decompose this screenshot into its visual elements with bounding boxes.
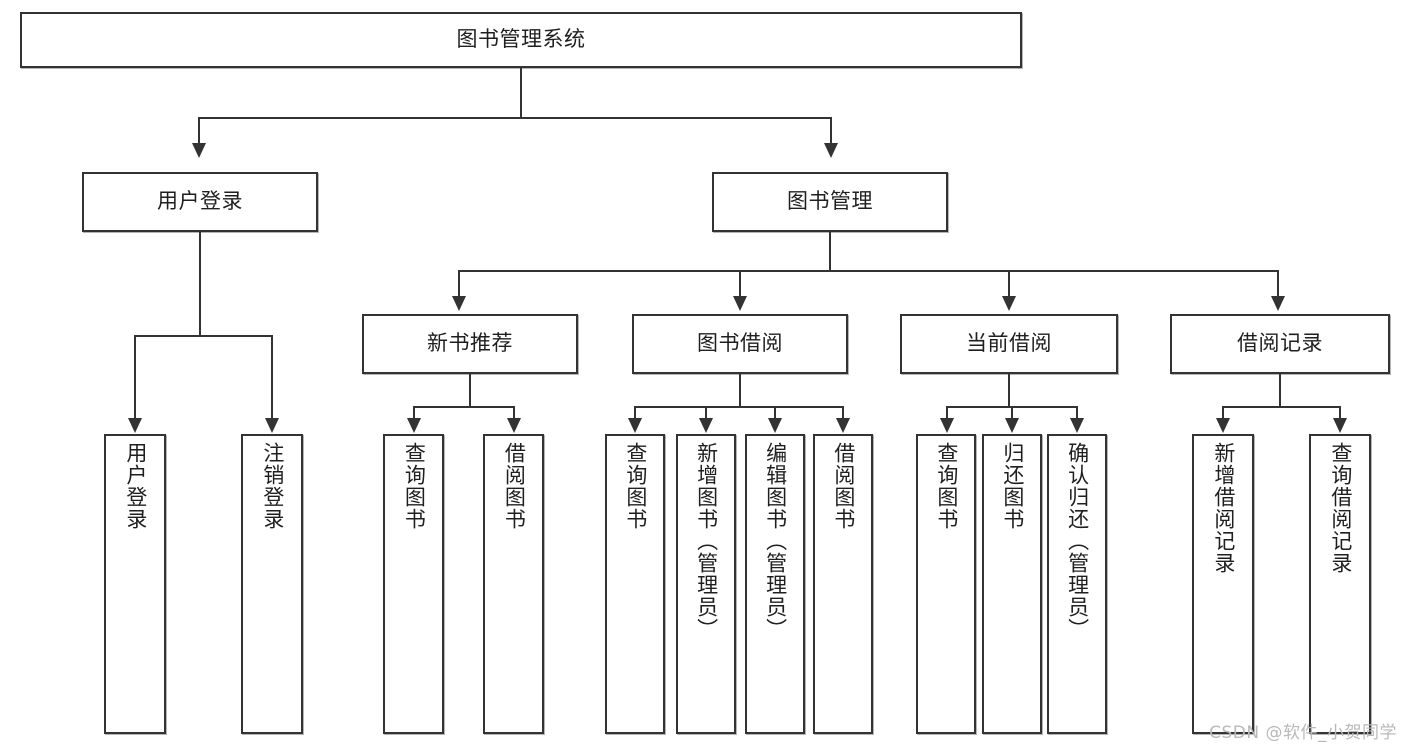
edge-br-bar xyxy=(1222,406,1340,408)
arrow-bb-to-leaf-3 xyxy=(768,418,782,433)
node-label: 用户登录 xyxy=(123,442,148,530)
node-label: 图书管理 xyxy=(787,189,873,214)
edge-user-login-bar xyxy=(134,335,273,337)
node-label: 新增借阅记录 xyxy=(1211,442,1236,574)
arrow-br-to-leaf-1 xyxy=(1216,418,1230,433)
edge-book-management-stem xyxy=(829,232,831,272)
node-label: 当前借阅 xyxy=(966,331,1052,356)
node-label: 查询图书 xyxy=(623,442,648,530)
node-label: 查询图书 xyxy=(934,442,959,530)
edge-book-management-bar xyxy=(458,270,1278,272)
arrow-bm-to-borrow-record xyxy=(1271,296,1285,311)
node-book-borrow[interactable]: 图书借阅 xyxy=(632,314,848,374)
node-label: 用户登录 xyxy=(157,189,243,214)
node-leaf-edit-book-admin[interactable]: 编辑图书（管理员） xyxy=(745,434,805,734)
arrow-cb-to-leaf-2 xyxy=(1005,418,1019,433)
arrow-nbr-to-leaf-1 xyxy=(407,418,421,433)
edge-nbr-to-leaf-2 xyxy=(513,406,515,420)
edge-bm-to-book-borrow xyxy=(739,270,741,298)
arrow-root-to-user-login xyxy=(192,143,206,158)
arrow-bm-to-new-book xyxy=(452,296,466,311)
edge-bb-to-leaf-1 xyxy=(634,406,636,420)
node-leaf-confirm-return-admin[interactable]: 确认归还（管理员） xyxy=(1047,434,1107,734)
edge-user-login-stem xyxy=(199,232,201,336)
edge-br-to-leaf-2 xyxy=(1339,406,1341,420)
arrow-cb-to-leaf-1 xyxy=(940,418,954,433)
edge-bm-to-new-book xyxy=(458,270,460,298)
edge-root-to-user-login xyxy=(198,117,200,145)
node-label: 查询借阅记录 xyxy=(1328,442,1353,574)
watermark-text: CSDN @软件_小贺同学 xyxy=(1209,723,1397,743)
node-label: 借阅图书 xyxy=(831,442,856,530)
node-book-management[interactable]: 图书管理 xyxy=(712,172,948,232)
node-user-login[interactable]: 用户登录 xyxy=(82,172,318,232)
edge-root-stem xyxy=(520,68,522,118)
node-leaf-query-book-bb[interactable]: 查询图书 xyxy=(605,434,665,734)
node-label: 借阅记录 xyxy=(1237,331,1323,356)
node-label: 借阅图书 xyxy=(502,442,527,530)
arrow-user-login-to-leaf-1 xyxy=(128,418,142,433)
node-label: 图书管理系统 xyxy=(456,27,586,52)
arrow-bm-to-current-borrow xyxy=(1002,296,1016,311)
arrow-bb-to-leaf-2 xyxy=(699,418,713,433)
node-leaf-logout[interactable]: 注销登录 xyxy=(241,434,303,734)
edge-cb-to-leaf-1 xyxy=(946,406,948,420)
edge-root-bar xyxy=(198,117,832,119)
edge-user-login-to-leaf-1 xyxy=(134,335,136,420)
node-leaf-query-book-nbr[interactable]: 查询图书 xyxy=(383,434,444,734)
edge-bb-to-leaf-2 xyxy=(705,406,707,420)
arrow-bm-to-book-borrow xyxy=(733,296,747,311)
edge-bm-to-current-borrow xyxy=(1008,270,1010,298)
edge-cb-to-leaf-3 xyxy=(1076,406,1078,420)
node-label: 新书推荐 xyxy=(427,331,513,356)
edge-user-login-to-leaf-2 xyxy=(271,335,273,420)
node-leaf-query-book-cb[interactable]: 查询图书 xyxy=(916,434,976,734)
edge-bb-to-leaf-4 xyxy=(842,406,844,420)
node-label: 新增图书（管理员） xyxy=(694,442,719,640)
edge-root-to-book-management xyxy=(830,117,832,145)
node-leaf-user-login[interactable]: 用户登录 xyxy=(104,434,166,734)
edge-nbr-to-leaf-1 xyxy=(413,406,415,420)
edge-nbr-stem xyxy=(469,374,471,408)
arrow-nbr-to-leaf-2 xyxy=(507,418,521,433)
node-label: 图书借阅 xyxy=(697,331,783,356)
arrow-cb-to-leaf-3 xyxy=(1070,418,1084,433)
arrow-br-to-leaf-2 xyxy=(1333,418,1347,433)
edge-br-stem xyxy=(1279,374,1281,408)
edge-cb-to-leaf-2 xyxy=(1011,406,1013,420)
node-leaf-add-borrow-record[interactable]: 新增借阅记录 xyxy=(1192,434,1254,734)
node-label: 归还图书 xyxy=(1000,442,1025,530)
arrow-user-login-to-leaf-2 xyxy=(265,418,279,433)
node-label: 查询图书 xyxy=(402,442,427,530)
edge-nbr-bar xyxy=(413,406,515,408)
arrow-bb-to-leaf-4 xyxy=(836,418,850,433)
arrow-bb-to-leaf-1 xyxy=(628,418,642,433)
node-new-book-recommend[interactable]: 新书推荐 xyxy=(362,314,578,374)
node-leaf-borrow-book-nbr[interactable]: 借阅图书 xyxy=(483,434,544,734)
edge-bm-to-borrow-record xyxy=(1277,270,1279,298)
edge-bb-bar xyxy=(634,406,844,408)
node-label: 注销登录 xyxy=(260,442,285,530)
node-label: 确认归还（管理员） xyxy=(1065,442,1090,640)
node-leaf-return-book[interactable]: 归还图书 xyxy=(982,434,1042,734)
edge-bb-to-leaf-3 xyxy=(774,406,776,420)
node-leaf-add-book-admin[interactable]: 新增图书（管理员） xyxy=(676,434,736,734)
node-root-book-management-system[interactable]: 图书管理系统 xyxy=(20,12,1022,68)
node-borrow-record[interactable]: 借阅记录 xyxy=(1170,314,1390,374)
edge-br-to-leaf-1 xyxy=(1222,406,1224,420)
arrow-root-to-book-management xyxy=(824,143,838,158)
edge-cb-stem xyxy=(1008,374,1010,408)
node-current-borrow[interactable]: 当前借阅 xyxy=(900,314,1118,374)
node-leaf-borrow-book-bb[interactable]: 借阅图书 xyxy=(813,434,873,734)
node-label: 编辑图书（管理员） xyxy=(763,442,788,640)
node-leaf-query-borrow-record[interactable]: 查询借阅记录 xyxy=(1309,434,1371,734)
edge-bb-stem xyxy=(739,374,741,408)
